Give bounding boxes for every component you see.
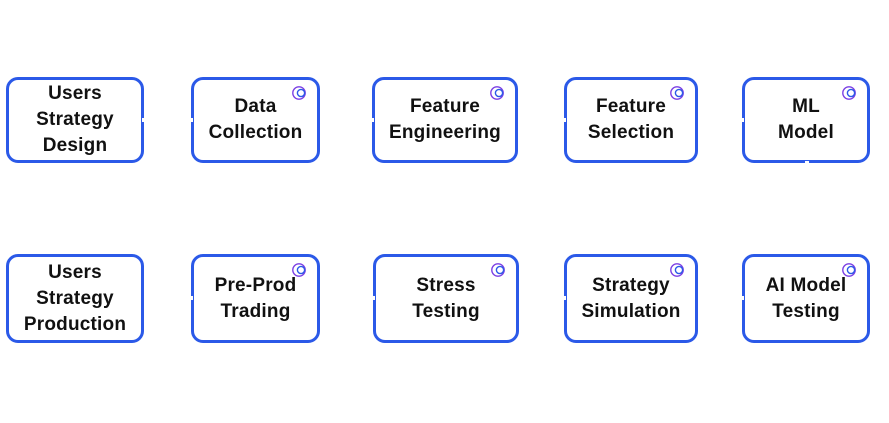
- connection-port: [191, 118, 193, 122]
- connection-port: [564, 296, 566, 300]
- node-label: ML Model: [778, 96, 834, 143]
- node-label: Strategy Simulation: [581, 274, 681, 322]
- loop-icon: [491, 263, 505, 277]
- node-data-collection[interactable]: Data Collection: [191, 77, 320, 163]
- node-pre-prod-trading[interactable]: Pre-Prod Trading: [191, 254, 320, 343]
- node-label: Feature Engineering: [389, 96, 501, 143]
- node-users-strategy-design[interactable]: Users Strategy Design: [6, 77, 144, 163]
- connection-port: [373, 296, 375, 300]
- connection-port: [805, 161, 809, 163]
- connection-port: [742, 118, 744, 122]
- connection-port: [564, 118, 566, 122]
- connection-port: [191, 296, 193, 300]
- node-strategy-simulation[interactable]: Strategy Simulation: [564, 254, 698, 343]
- node-label: Data Collection: [208, 96, 303, 143]
- loop-icon: [842, 86, 856, 100]
- node-ml-model[interactable]: ML Model: [742, 77, 870, 163]
- node-label: Users Strategy Production: [23, 261, 127, 335]
- connection-port: [372, 118, 374, 122]
- node-feature-engineering[interactable]: Feature Engineering: [372, 77, 518, 163]
- connection-port: [142, 118, 144, 122]
- node-label: AI Model Testing: [765, 274, 847, 322]
- node-feature-selection[interactable]: Feature Selection: [564, 77, 698, 163]
- node-stress-testing[interactable]: Stress Testing: [373, 254, 519, 343]
- connection-port: [742, 296, 744, 300]
- node-users-strategy-production[interactable]: Users Strategy Production: [6, 254, 144, 343]
- node-label: Users Strategy Design: [36, 83, 114, 156]
- node-label: Pre-Prod Trading: [214, 274, 297, 322]
- node-label: Stress Testing: [412, 274, 480, 322]
- node-label: Feature Selection: [587, 96, 675, 143]
- node-ai-model-testing[interactable]: AI Model Testing: [742, 254, 870, 343]
